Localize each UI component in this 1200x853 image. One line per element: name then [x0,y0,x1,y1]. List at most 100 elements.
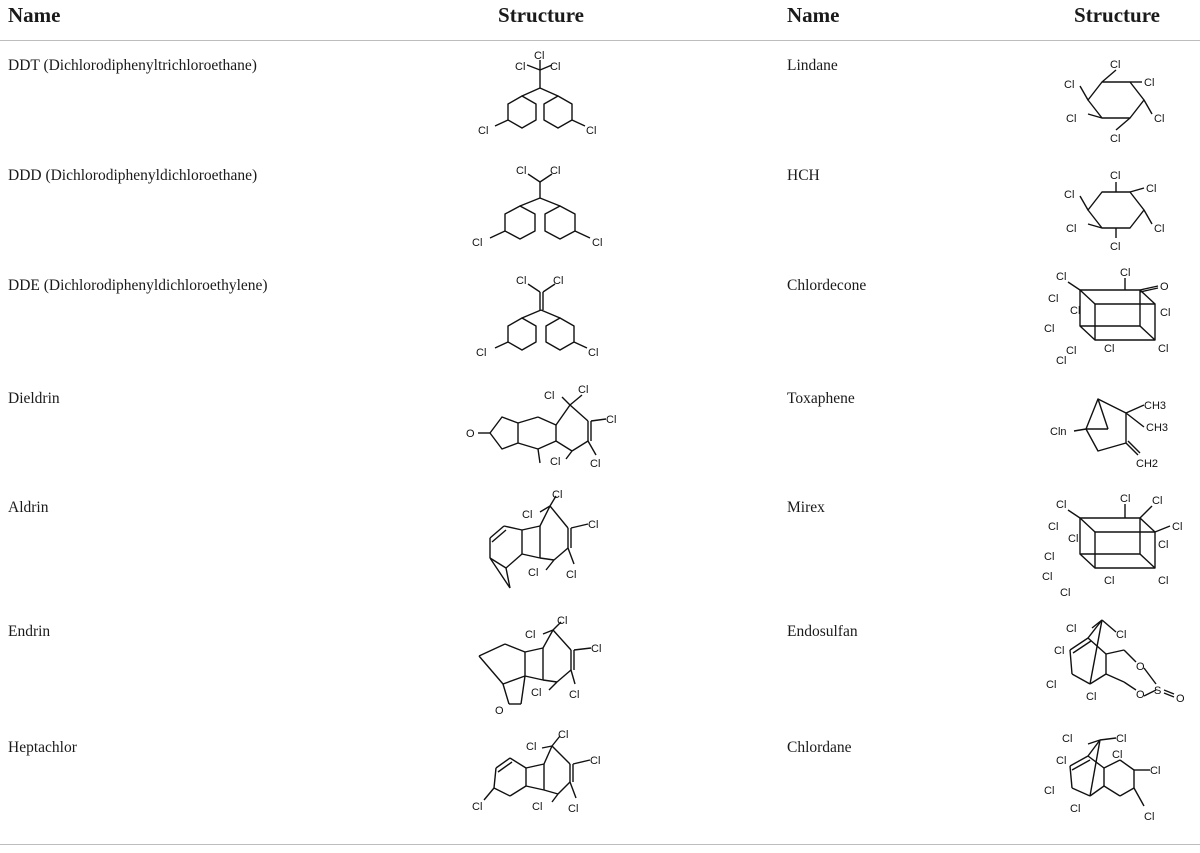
structure-heptachlor: Cl Cl Cl Cl Cl Cl [470,729,620,835]
table-row: Heptachlor Cl Cl Cl Cl Cl [0,722,1200,844]
atom-label: CH2 [1136,458,1158,470]
atom-label: Cl [1154,223,1164,235]
atom-label: CH3 [1144,400,1166,412]
atom-label: Cl [472,237,482,249]
atom-label: Cl [1044,785,1054,797]
compound-name: DDT (Dichlorodiphenyltrichloroethane) [8,57,257,74]
atom-label: Cl [557,615,567,627]
structure-endosulfan: Cl Cl Cl Cl Cl O O S O [1040,610,1195,720]
atom-label: Cl [1070,803,1080,815]
compound-name: Mirex [787,499,825,516]
atom-label: O [1136,661,1145,673]
atom-label: Cl [1066,345,1076,357]
atom-label: Cl [1070,305,1080,317]
compound-name: DDE (Dichlorodiphenyldichloroethylene) [8,277,268,294]
structure-chlordecone: O Cl Cl Cl Cl Cl Cl Cl Cl Cl Cl [1040,267,1190,368]
atom-label: Cl [522,509,532,521]
compound-name: DDD (Dichlorodiphenyldichloroethane) [8,167,258,184]
atom-label: Cl [525,629,535,641]
atom-label: Cl [1048,293,1058,305]
atom-label: O [1136,689,1145,701]
atom-label: Cl [566,569,576,581]
table-row: Endrin O Cl Cl Cl Cl [0,606,1200,722]
structure-aldrin: Cl Cl Cl Cl Cl [470,488,620,600]
atom-label: Cl [590,458,600,470]
header-structure-right: Structure [1074,3,1160,27]
compound-name: Aldrin [8,499,49,516]
atom-label: Cl [528,567,538,579]
compound-name: Dieldrin [8,390,60,407]
atom-label: Cl [516,165,526,177]
atom-label: Cl [1056,355,1066,367]
atom-label: Cl [550,61,560,73]
atom-label: O [1160,281,1169,293]
table-row: DDE (Dichlorodiphenyldichloroethylene) C… [0,260,1200,373]
table-row: DDD (Dichlorodiphenyldichloroethane) Cl … [0,150,1200,260]
atom-label: Cl [1060,587,1070,599]
compound-name: Lindane [787,57,838,74]
atom-label: Cl [553,275,563,287]
atom-label: Cl [1116,629,1126,641]
structure-ddd: Cl Cl Cl Cl [460,162,630,257]
atom-label: Cl [578,384,588,396]
atom-label: Cl [1086,691,1096,703]
atom-label: Cl [569,689,579,701]
atom-label: Cl [1044,551,1054,563]
atom-label: Cl [1064,79,1074,91]
atom-label: O [466,428,475,440]
compound-name: Heptachlor [8,739,77,756]
atom-label: Cl [1110,133,1120,145]
atom-label: Cl [592,237,602,249]
table-row: Aldrin Cl Cl Cl Cl Cl [0,482,1200,606]
atom-label: Cl [532,801,542,813]
atom-label: Cl [516,275,526,287]
structure-dde: Cl Cl Cl Cl [470,272,620,367]
atom-label: Cl [1054,645,1064,657]
atom-label: Cl [1110,241,1120,253]
bottom-rule [0,844,1200,845]
atom-label: Cl [476,347,486,359]
compound-name: Chlordane [787,739,852,756]
atom-label: Cl [1056,271,1066,283]
atom-label: Cl [1066,623,1076,635]
atom-label: Cl [1146,183,1156,195]
atom-label: Cl [544,390,554,402]
atom-label: O [495,705,504,717]
compound-name: Chlordecone [787,277,867,294]
atom-label: Cl [1056,755,1066,767]
atom-label: Cl [586,125,596,137]
header-structure-left: Structure [498,3,584,27]
atom-label: Cl [1152,495,1162,507]
atom-label: Cl [1062,733,1072,745]
atom-label: S [1154,685,1161,697]
atom-label: Cl [568,803,578,815]
atom-label: Cl [1046,679,1056,691]
header-name-right: Name [787,3,840,27]
compound-name: HCH [787,167,820,184]
atom-label: Cl [1158,343,1168,355]
compound-name: Endosulfan [787,623,858,640]
atom-label: Cl [1056,499,1066,511]
atom-label: Cl [1158,575,1168,587]
atom-label: Cl [558,729,568,741]
compound-name: Toxaphene [787,390,855,407]
atom-label: Cl [1066,223,1076,235]
atom-label: Cl [1064,189,1074,201]
atom-label: Cl [588,519,598,531]
structure-dieldrin: O Cl Cl Cl Cl Cl [460,383,630,478]
atom-label: Cl [526,741,536,753]
atom-label: Cl [531,687,541,699]
atom-label: O [1176,693,1185,705]
atom-label: Cl [1104,343,1114,355]
atom-label: Cl [1120,267,1130,279]
atom-label: Cl [534,50,544,62]
atom-label: Cl [1110,59,1120,71]
atom-label: Cl [1110,170,1120,182]
structure-lindane: Cl Cl Cl Cl Cl Cl [1056,58,1176,148]
atom-label: Cl [1120,493,1130,505]
structure-ddt: Cl Cl Cl Cl Cl [470,50,620,145]
atom-label: Cl [1158,539,1168,551]
atom-label: Cl [1048,521,1058,533]
atom-label: Cl [478,125,488,137]
